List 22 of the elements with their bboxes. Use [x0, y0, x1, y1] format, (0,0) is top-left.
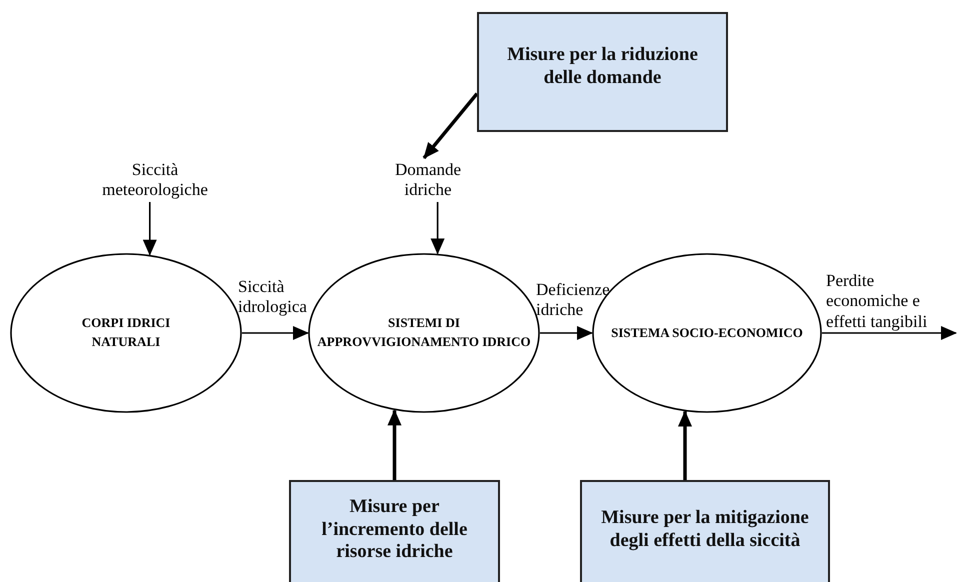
arrow	[678, 410, 692, 480]
measure-text: Misure per la mitigazione degli effetti della siccità	[600, 507, 810, 553]
edge-label: Perdite economiche e effetti tangibili	[826, 271, 928, 332]
arrow	[422, 92, 478, 160]
edge-label: Siccità idrologica	[238, 277, 308, 318]
arrow	[430, 202, 445, 255]
arrow	[142, 202, 157, 256]
system-label: SISTEMI DI APPROVVIGIONAMENTO IDRICO	[316, 314, 532, 351]
arrow	[242, 326, 309, 340]
system-label: SISTEMA SOCIO-ECONOMICO	[610, 324, 804, 342]
arrow	[540, 326, 593, 340]
measure-text: Misure per la riduzione delle domande	[506, 44, 699, 90]
arrow	[388, 409, 402, 480]
measure-text: Misure per l’incremento delle risorse idriche	[320, 496, 468, 564]
arrow	[822, 326, 957, 340]
measure-box	[477, 12, 728, 132]
system-label: CORPI IDRICI NATURALI	[80, 314, 172, 351]
measure-box	[580, 480, 830, 582]
flow-text: Siccità meteorologiche	[101, 160, 209, 200]
measure-box	[289, 480, 500, 582]
edge-label: Deficienze idriche	[536, 280, 611, 321]
flow-text: Domande idriche	[394, 160, 462, 200]
